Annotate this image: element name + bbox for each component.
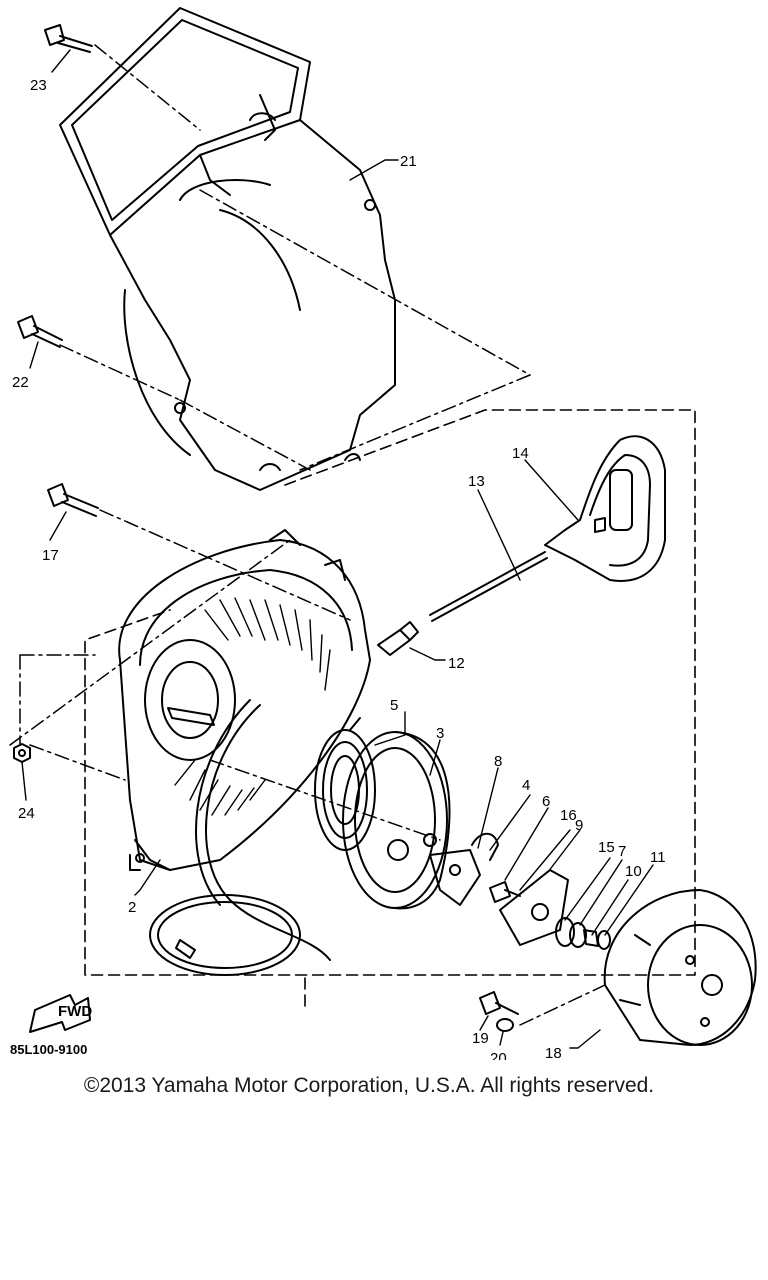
copyright-notice: ©2013 Yamaha Motor Corporation, U.S.A. A…	[83, 1074, 655, 1097]
label-2: 2	[128, 899, 136, 916]
label-22: 22	[12, 374, 29, 391]
forward-arrow-icon: FWD	[29, 994, 92, 1033]
label-14: 14	[512, 445, 529, 462]
starter-handle-14	[544, 435, 666, 582]
forward-arrow-label: FWD	[58, 1003, 92, 1020]
label-20: 20	[490, 1050, 507, 1060]
label-3: 3	[436, 725, 444, 742]
pawl-8	[429, 849, 481, 906]
exploded-parts-diagram: FWD 23 21 22 17 14 13 12 5 3	[9, 7, 757, 1060]
label-10: 10	[625, 863, 642, 880]
label-9: 9	[575, 817, 583, 834]
washer-20	[496, 1018, 514, 1032]
bolt-23	[44, 24, 93, 53]
starter-rope-13	[429, 551, 548, 622]
label-18: 18	[545, 1045, 562, 1060]
rope-guide-12	[377, 621, 419, 656]
label-21: 21	[400, 153, 417, 170]
assembly-boundary	[84, 409, 696, 1011]
label-4: 4	[522, 777, 530, 794]
bolt-22	[17, 315, 63, 348]
bolt-19	[479, 991, 519, 1015]
label-6: 6	[542, 793, 550, 810]
pawl-spring-4	[471, 832, 499, 861]
washer-stack	[555, 917, 611, 950]
label-15: 15	[598, 839, 615, 856]
bolt-17	[47, 483, 99, 517]
diagram-reference-code: 85L100-9100	[10, 1042, 88, 1057]
label-17: 17	[42, 547, 59, 564]
label-13: 13	[468, 473, 485, 490]
nut-24	[13, 743, 31, 763]
sheave-bolt-6	[489, 881, 521, 903]
label-8: 8	[494, 753, 502, 770]
label-11: 11	[650, 849, 666, 866]
label-24: 24	[18, 805, 35, 822]
label-12: 12	[448, 655, 465, 672]
sheave-drum-3	[342, 731, 451, 910]
starter-case	[118, 529, 371, 976]
starter-pulley-18	[603, 889, 757, 1046]
drive-plate-9	[499, 869, 569, 946]
label-19: 19	[472, 1030, 489, 1047]
leader-lines	[21, 49, 654, 1049]
label-7: 7	[618, 843, 626, 860]
label-5: 5	[390, 697, 398, 714]
label-23: 23	[30, 77, 47, 94]
fan-shroud-cover	[59, 7, 396, 491]
label-16: 16	[560, 807, 577, 824]
spiral-spring-5	[314, 717, 376, 851]
